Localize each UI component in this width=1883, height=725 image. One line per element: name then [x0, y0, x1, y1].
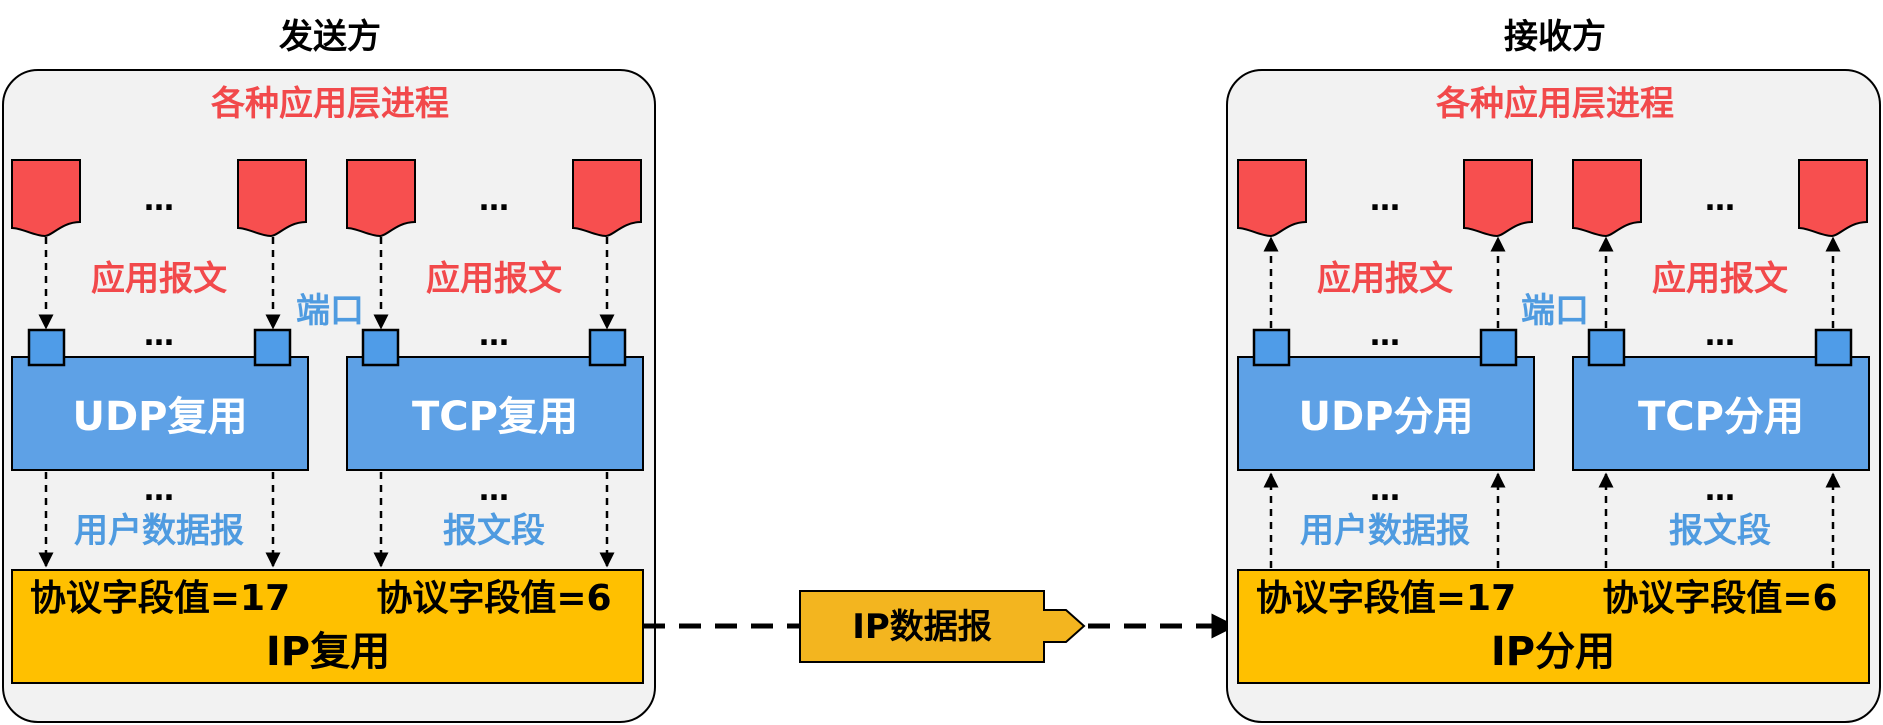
sender-title: 发送方	[279, 17, 381, 57]
sender-ellipsis-segments-udp: …	[144, 473, 174, 508]
sender-ip-mux-box	[11, 569, 644, 684]
sender-port	[361, 328, 400, 367]
receiver-ellipsis-ports-udp: …	[1370, 318, 1400, 353]
sender-side: 发送方 各种应用层进程 … … 应用报文 应用报文 端口 … … UDP复用 T…	[2, 17, 656, 723]
sender-port	[27, 328, 66, 367]
receiver-app-message-udp-2	[1463, 159, 1533, 238]
sender-tcp-mux-box	[346, 356, 644, 471]
sender-udp-mux-label: UDP复用	[73, 394, 248, 440]
receiver-side: 接收方 各种应用层进程 … … 应用报文 应用报文 端口 … … UDP分用 T…	[1226, 17, 1881, 723]
receiver-port	[1587, 328, 1626, 367]
sender-port	[253, 328, 292, 367]
receiver-panel	[1226, 69, 1881, 723]
receiver-tcp-segment-label: 报文段	[1669, 511, 1771, 551]
receiver-port	[1814, 328, 1853, 367]
sender-port-label: 端口	[296, 291, 364, 331]
receiver-udp-segment-label: 用户数据报	[1300, 511, 1470, 551]
receiver-app-message-udp-1	[1237, 159, 1307, 238]
receiver-app-message-tcp-2	[1798, 159, 1868, 238]
receiver-processes-label: 各种应用层进程	[1436, 84, 1674, 124]
sender-panel	[2, 69, 656, 723]
receiver-tcp-message-label: 应用报文	[1652, 259, 1788, 299]
sender-ellipsis-segments-tcp: …	[479, 473, 509, 508]
sender-app-message-tcp-2	[572, 159, 642, 238]
receiver-ellipsis-segments-udp: …	[1370, 473, 1400, 508]
receiver-ip-protocol-udp: 协议字段值=17	[1256, 578, 1516, 619]
receiver-ip-demux-box	[1237, 569, 1870, 684]
receiver-ellipsis-apps-udp: …	[1370, 183, 1400, 218]
sender-app-message-udp-2	[237, 159, 307, 238]
ip-transfer: IP数据报	[643, 590, 1237, 663]
sender-udp-segment-label: 用户数据报	[74, 511, 244, 551]
ip-datagram-label: IP数据报	[852, 607, 992, 647]
sender-port	[588, 328, 627, 367]
sender-ellipsis-apps-udp: …	[144, 183, 174, 218]
sender-ellipsis-ports-tcp: …	[479, 318, 509, 353]
sender-tcp-segment-label: 报文段	[443, 511, 545, 551]
sender-app-message-tcp-1	[346, 159, 416, 238]
receiver-tcp-demux-label: TCP分用	[1638, 394, 1804, 440]
receiver-udp-message-label: 应用报文	[1317, 259, 1453, 299]
sender-ip-protocol-tcp: 协议字段值=6	[376, 578, 611, 619]
sender-ellipsis-ports-udp: …	[144, 318, 174, 353]
receiver-ip-demux-label: IP分用	[1491, 629, 1615, 675]
receiver-ellipsis-ports-tcp: …	[1705, 318, 1735, 353]
receiver-title: 接收方	[1504, 17, 1606, 57]
sender-tcp-mux-label: TCP复用	[412, 394, 578, 440]
receiver-ip-protocol-tcp: 协议字段值=6	[1602, 578, 1837, 619]
sender-ip-mux-label: IP复用	[266, 629, 390, 675]
receiver-udp-demux-box	[1237, 356, 1535, 471]
sender-ip-protocol-udp: 协议字段值=17	[30, 578, 290, 619]
receiver-app-message-tcp-1	[1572, 159, 1642, 238]
receiver-ellipsis-segments-tcp: …	[1705, 473, 1735, 508]
receiver-port-label: 端口	[1521, 291, 1589, 331]
sender-ellipsis-apps-tcp: …	[479, 183, 509, 218]
receiver-port	[1252, 328, 1291, 367]
sender-app-message-udp-1	[11, 159, 81, 238]
receiver-ellipsis-apps-tcp: …	[1705, 183, 1735, 218]
receiver-tcp-demux-box	[1572, 356, 1870, 471]
ip-datagram-shape	[799, 590, 1086, 663]
sender-processes-label: 各种应用层进程	[211, 84, 449, 124]
receiver-udp-demux-label: UDP分用	[1299, 394, 1474, 440]
sender-tcp-message-label: 应用报文	[426, 259, 562, 299]
sender-udp-mux-box	[11, 356, 309, 471]
sender-udp-message-label: 应用报文	[91, 259, 227, 299]
receiver-port	[1479, 328, 1518, 367]
